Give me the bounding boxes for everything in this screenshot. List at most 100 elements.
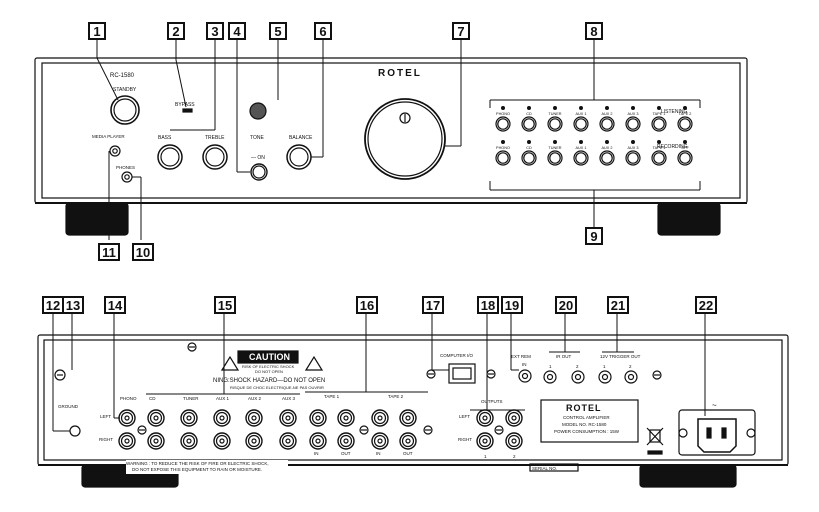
tuner-right-jack[interactable] bbox=[180, 432, 198, 450]
recording-button[interactable] bbox=[495, 150, 511, 166]
recording-button-rim bbox=[653, 152, 665, 164]
remote-sensor bbox=[249, 102, 267, 120]
recording-button-label: TUNER bbox=[548, 146, 561, 150]
phono-label: PHONO bbox=[120, 396, 137, 401]
tape2-out-right-jack-pin bbox=[405, 438, 411, 444]
tuner-right-jack-pin bbox=[186, 438, 192, 444]
cd-left-jack[interactable] bbox=[147, 409, 165, 427]
tape1-out-left-jack[interactable] bbox=[337, 409, 355, 427]
balance-label: BALANCE bbox=[289, 135, 313, 141]
serial-label: SERIAL NO. bbox=[532, 466, 557, 471]
listening-button[interactable] bbox=[651, 116, 667, 132]
cd-left-jack-ring bbox=[149, 411, 163, 425]
volume-knob[interactable] bbox=[364, 98, 446, 180]
listening-button[interactable] bbox=[573, 116, 589, 132]
recording-button[interactable] bbox=[521, 150, 537, 166]
callout-10: 10 bbox=[132, 243, 154, 261]
tape1-in-left-jack[interactable] bbox=[309, 409, 327, 427]
tape1-out-right-jack[interactable] bbox=[337, 432, 355, 450]
listening-button[interactable] bbox=[547, 116, 563, 132]
outputs-left-label: LEFT bbox=[459, 414, 470, 419]
treble-knob[interactable] bbox=[202, 144, 228, 170]
leader-lines bbox=[52, 34, 706, 432]
listening-button-label: AUX 3 bbox=[628, 112, 639, 116]
ac-inlet[interactable] bbox=[697, 418, 737, 453]
treble-label: TREBLE bbox=[205, 135, 225, 141]
aux3-right-jack[interactable] bbox=[279, 432, 297, 450]
bass-knob[interactable] bbox=[157, 144, 183, 170]
aux2-right-jack[interactable] bbox=[245, 432, 263, 450]
output-1-left-jack-pin bbox=[482, 415, 488, 421]
listening-button[interactable] bbox=[625, 116, 641, 132]
tape1-in-right-jack[interactable] bbox=[309, 432, 327, 450]
media-player-jack[interactable] bbox=[109, 145, 121, 157]
plate-line3: POWER CONSUMPTION : 15W bbox=[554, 429, 620, 434]
recording-led bbox=[630, 140, 635, 145]
aux2-left-jack[interactable] bbox=[245, 409, 263, 427]
caution-warning1: NING:SHOCK HAZARD—DO NOT OPEN bbox=[213, 378, 325, 384]
tuner-left-jack[interactable] bbox=[180, 409, 198, 427]
cd-right-jack[interactable] bbox=[147, 432, 165, 450]
aux2-right-jack-pin bbox=[251, 438, 257, 444]
listening-button[interactable] bbox=[599, 116, 615, 132]
caution-line2: DO NOT OPEN bbox=[255, 369, 283, 374]
recording-button[interactable] bbox=[547, 150, 563, 166]
ext-rem-jack[interactable] bbox=[518, 369, 532, 383]
ir-out-2-jack[interactable] bbox=[571, 370, 585, 384]
tape2-out-left-jack-ring bbox=[401, 411, 415, 425]
recording-button-label: OFF bbox=[681, 146, 689, 150]
output-2-right-jack[interactable] bbox=[505, 432, 523, 450]
recording-button[interactable] bbox=[677, 150, 693, 166]
tape1-out-label: OUT bbox=[341, 451, 351, 456]
tape2-in-left-jack[interactable] bbox=[371, 409, 389, 427]
caution-banner bbox=[237, 350, 299, 364]
cd-right-jack-ring bbox=[149, 434, 163, 448]
output-1-left-jack-ring bbox=[478, 411, 492, 425]
standby-button[interactable] bbox=[110, 95, 140, 125]
ir-out-2-label: 2 bbox=[576, 364, 579, 369]
trigger-1-jack[interactable] bbox=[598, 370, 612, 384]
aux2-left-jack-ring bbox=[247, 411, 261, 425]
output-1-right-jack[interactable] bbox=[476, 432, 494, 450]
ground-switch[interactable] bbox=[69, 425, 81, 437]
trigger-2-jack[interactable] bbox=[624, 370, 638, 384]
listening-button[interactable] bbox=[521, 116, 537, 132]
aux3-left-jack[interactable] bbox=[279, 409, 297, 427]
ac-symbol: ~ bbox=[712, 401, 717, 410]
tape2-out-right-jack[interactable] bbox=[399, 432, 417, 450]
tape2-in-right-jack[interactable] bbox=[371, 432, 389, 450]
phono-right-jack-pin bbox=[124, 438, 130, 444]
plate-line1: CONTROL AMPLIFIER bbox=[563, 415, 610, 420]
aux3-right-jack-pin bbox=[285, 438, 291, 444]
aux1-left-jack[interactable] bbox=[213, 409, 231, 427]
listening-button-rim bbox=[497, 118, 509, 130]
output-2-label: 2 bbox=[513, 454, 516, 459]
tape2-out-left-jack[interactable] bbox=[399, 409, 417, 427]
recording-button[interactable] bbox=[573, 150, 589, 166]
phono-right-jack[interactable] bbox=[118, 432, 136, 450]
recording-button-rim bbox=[523, 152, 535, 164]
phones-jack[interactable] bbox=[121, 171, 133, 183]
tape2-out-label: OUT bbox=[403, 451, 413, 456]
listening-button[interactable] bbox=[677, 116, 693, 132]
aux1-right-jack-pin bbox=[219, 438, 225, 444]
computer-io-port[interactable] bbox=[448, 363, 476, 384]
recording-button-label: AUX 2 bbox=[602, 146, 613, 150]
ground-screw[interactable] bbox=[54, 369, 66, 381]
recording-button[interactable] bbox=[625, 150, 641, 166]
aux1-right-jack[interactable] bbox=[213, 432, 231, 450]
recording-button[interactable] bbox=[599, 150, 615, 166]
aux2-left-jack-pin bbox=[251, 415, 257, 421]
aux1-left-jack-pin bbox=[219, 415, 225, 421]
rca-jacks bbox=[118, 409, 523, 450]
tone-button[interactable] bbox=[250, 163, 268, 181]
aux3-left-jack-pin bbox=[285, 415, 291, 421]
aux1-left-jack-ring bbox=[215, 411, 229, 425]
balance-knob[interactable] bbox=[286, 144, 312, 170]
ir-out-1-jack[interactable] bbox=[543, 370, 557, 384]
recording-button[interactable] bbox=[651, 150, 667, 166]
callout-19: 19 bbox=[501, 296, 523, 314]
callout-11: 11 bbox=[98, 243, 120, 261]
listening-button[interactable] bbox=[495, 116, 511, 132]
